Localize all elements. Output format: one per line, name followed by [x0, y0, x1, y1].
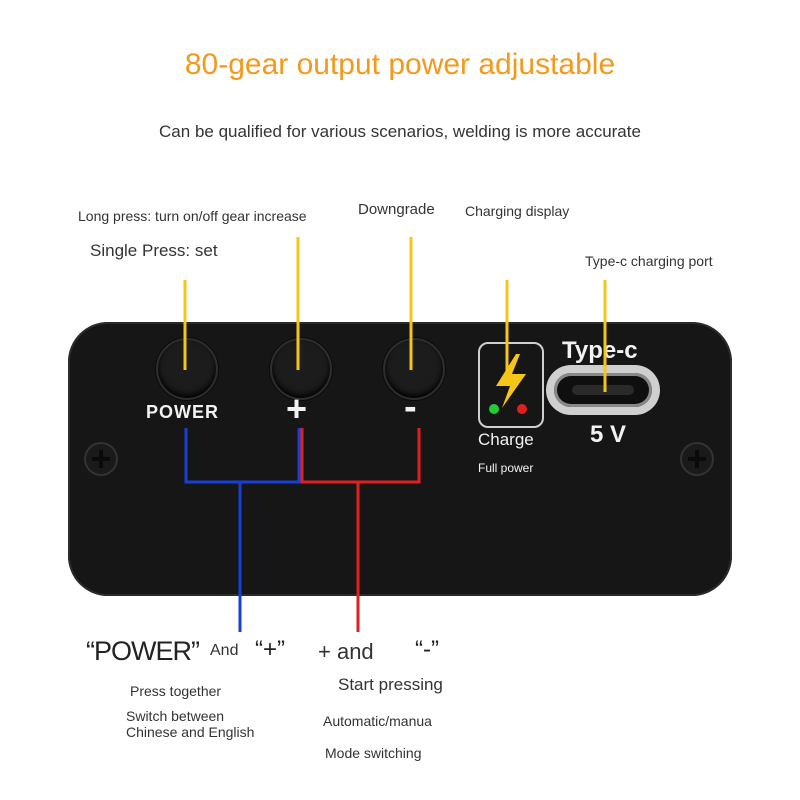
combo-plus-and: + and: [318, 639, 374, 664]
green-led-icon: [489, 404, 499, 414]
callout-typec-port: Type-c charging port: [585, 253, 713, 269]
typec-port-tongue: [572, 385, 634, 395]
switch-lang-label-1: Switch between: [126, 708, 225, 724]
press-together-label: Press together: [130, 683, 222, 699]
callout-downgrade: Downgrade: [358, 201, 435, 218]
power-silk-label: POWER: [146, 402, 220, 422]
page-subtitle: Can be qualified for various scenarios, …: [159, 122, 641, 141]
page-title: 80-gear output power adjustable: [184, 48, 616, 81]
auto-manual-label: Automatic/manua: [323, 713, 432, 729]
typec-silk-label: Type-c: [562, 337, 638, 364]
screw-right-icon: [680, 442, 714, 476]
red-led-icon: [517, 404, 527, 414]
callout-charging-display: Charging display: [465, 203, 570, 219]
start-pressing-label: Start pressing: [338, 675, 443, 694]
red-bracket: [300, 428, 421, 484]
screw-left-icon: [84, 442, 118, 476]
callout-long-press: Long press: turn on/off gear increase: [78, 208, 307, 224]
combo-power-quote: “POWER”: [86, 636, 200, 666]
blue-bracket: [184, 428, 301, 484]
combo-and: And: [210, 642, 239, 659]
mode-switching-label: Mode switching: [325, 745, 422, 761]
full-power-label: Full power: [478, 461, 534, 475]
switch-lang-label-2: Chinese and English: [126, 724, 255, 740]
minus-button[interactable]: [383, 338, 445, 400]
callout-single-press: Single Press: set: [90, 241, 218, 260]
plus-button[interactable]: [270, 338, 332, 400]
voltage-silk-label: 5 V: [590, 421, 627, 448]
combo-plus-quote: “+”: [255, 636, 285, 663]
charge-label: Charge: [478, 430, 534, 449]
minus-silk-label: -: [404, 386, 417, 428]
lightning-icon: [496, 354, 526, 408]
power-button[interactable]: [156, 338, 218, 400]
charge-indicator-window: [478, 342, 544, 428]
plus-silk-label: +: [286, 388, 308, 429]
combo-minus-quote: “-”: [415, 636, 439, 663]
